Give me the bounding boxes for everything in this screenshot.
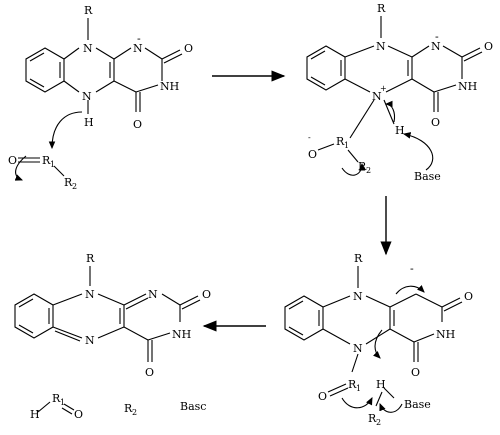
atom-nh: NH [160,80,179,93]
atom-o: O [74,408,83,421]
curly-arrow-lone-pair [48,111,83,150]
atom-n: N [133,42,143,55]
atom-o: O [184,42,193,55]
atom-n: N [353,342,363,355]
atom-h: H [395,124,405,137]
molecule-oxidized-flavin: R N N O NH N O H R 1 O R 2 Basc [14,252,211,421]
atom-r2: R [368,412,377,425]
subscript-2: 2 [72,182,77,191]
atom-n: N [85,288,95,301]
atom-o: O [464,290,473,303]
subscript-2: 2 [132,408,137,417]
atom-n: N [431,40,441,53]
atom-r1: R [52,392,61,405]
charge-minus: - [435,30,439,43]
molecule-reduced-flavin: R N N - O NH N H O O R 1 R 2 [8,4,193,191]
atom-n: N [376,40,386,53]
subscript-2: 2 [376,418,381,427]
curly-arrow-base [379,402,403,413]
atom-r: R [84,4,93,17]
atom-o: O [411,366,420,379]
atom-o-minus: O [308,148,317,161]
charge-minus: - [410,262,414,275]
atom-o: O [133,118,142,131]
atom-nh: NH [172,328,191,341]
curly-arrow-carbonyl [14,155,27,181]
charge-minus: - [308,133,311,142]
atom-r2: R [124,402,133,415]
atom-o: O [8,154,17,167]
atom-h: H [376,378,386,391]
atom-h: H [84,116,94,129]
atom-n-plus: N [372,90,382,103]
atom-n: N [83,42,93,55]
curly-arrow-nh-bond [384,100,396,123]
base-label: Base [404,398,431,411]
atom-n: N [85,334,95,347]
curly-arrow-n-bond [373,329,383,359]
charge-plus: + [380,84,387,93]
atom-n: N [148,288,158,301]
molecule-intermediate: R N - O NH N O O R 1 H Base R 2 [284,252,473,427]
atom-n: N [353,290,363,303]
atom-r1: R [336,135,345,148]
charge-minus: - [137,32,141,45]
atom-o: O [202,288,211,301]
atom-o: O [484,40,493,53]
subscript-1: 1 [50,160,55,169]
subscript-1: 1 [356,384,361,393]
atom-o: O [318,390,327,403]
subscript-1: 1 [344,141,349,150]
atom-nh: NH [436,328,455,341]
subscript-1: 1 [60,398,65,407]
base-label: Base [414,170,441,183]
molecule-flavin-adduct: R N N - O NH N + H O R 1 O - R 2 Base [306,2,493,183]
base-label: Basc [180,400,206,413]
atom-r2: R [64,176,73,189]
atom-h: H [30,408,40,421]
atom-r: R [86,252,95,265]
atom-r: R [377,2,386,15]
atom-nh: NH [458,80,477,93]
atom-o: O [145,366,154,379]
curly-arrow-base [402,132,434,171]
curly-arrow-ring [395,285,425,295]
atom-r1: R [42,154,51,167]
atom-r: R [354,252,363,265]
atom-n: N [82,90,92,103]
atom-r1: R [348,378,357,391]
atom-o: O [431,116,440,129]
subscript-2: 2 [366,166,371,175]
curly-arrow-r2 [341,162,366,176]
curly-arrow-r2 [341,397,373,409]
